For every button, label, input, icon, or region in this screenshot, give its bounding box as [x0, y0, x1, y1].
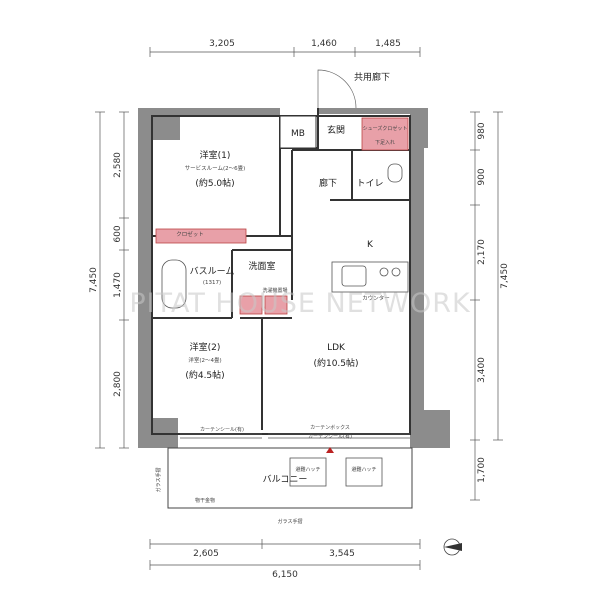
western2-sub: 洋室(2～4畳) — [188, 356, 221, 364]
western2-size: (約4.5帖) — [185, 369, 224, 381]
ldk-title: LDK — [327, 343, 346, 353]
counter-label: カウンター — [362, 294, 390, 302]
kitchen-sink — [341, 265, 367, 287]
toilet-label: トイレ — [356, 179, 383, 189]
stove-burner-2 — [391, 267, 401, 277]
right-dim-3: 2,170 — [477, 239, 487, 265]
entrance-door-swing — [317, 69, 357, 109]
kitchen-label: K — [367, 240, 374, 250]
entrance-label: 玄関 — [327, 124, 345, 136]
left-dim-4: 2,800 — [113, 371, 123, 397]
mb-box — [279, 115, 317, 149]
ldk-size: (約10.5帖) — [313, 357, 358, 369]
right-dim-1: 980 — [477, 122, 487, 139]
right-dim-total: 7,450 — [500, 263, 510, 289]
balcony-label: バルコニー — [263, 474, 308, 485]
top-dimension-line — [149, 47, 421, 57]
bottom-dim-2: 3,545 — [329, 549, 355, 559]
shoes-closet — [361, 117, 409, 151]
right-dim-5: 1,700 — [477, 457, 487, 483]
shared-corridor-label: 共用廊下 — [354, 71, 390, 83]
evac-hatch-1-label: 避難ハッチ — [295, 466, 320, 473]
bathroom-size: (1317) — [203, 280, 221, 286]
bottom-dim-total: 6,150 — [272, 570, 298, 580]
shoes-closet-label: シューズクロゼット — [363, 125, 408, 132]
evac-hatch-2-label: 避難ハッチ — [351, 466, 376, 473]
balcony-area — [167, 447, 413, 509]
watermark: PITAT HOUSE NETWORK — [129, 288, 471, 319]
bathroom-label: バスルーム — [190, 266, 235, 277]
shoes-closet-sub: 下足入れ — [375, 140, 395, 146]
curtain-seal-label-2: カーテンシール(有) — [308, 433, 352, 440]
evac-hatch-1 — [289, 457, 327, 487]
kitchen-counter — [331, 261, 409, 293]
curtain-box-label: カーテンボックス — [310, 424, 350, 431]
mb-label: MB — [291, 129, 305, 139]
evac-hatch-2 — [345, 457, 383, 487]
closet-label: クロゼット — [176, 230, 204, 238]
entry-marker-icon — [326, 447, 334, 453]
left-dim-total: 7,450 — [89, 267, 99, 293]
western1-title: 洋室(1) — [200, 149, 231, 161]
side-glass-label: ガラス手摺 — [155, 468, 162, 493]
hallway-label: 廊下 — [319, 177, 337, 189]
structural-walls — [138, 108, 450, 448]
washer-space — [239, 295, 263, 315]
western1-sub: サービスルーム(2～6畳) — [185, 164, 246, 172]
western2-title: 洋室(2) — [190, 341, 221, 353]
stove-burner-1 — [379, 267, 389, 277]
left-dim-1: 2,580 — [113, 152, 123, 178]
bottom-dim-1: 2,605 — [193, 549, 219, 559]
left-dim-3: 1,470 — [113, 272, 123, 298]
bottom-dimension-line — [149, 539, 421, 570]
bathtub — [161, 259, 187, 309]
bottom-windows — [180, 433, 410, 439]
right-dim-2: 900 — [477, 168, 487, 185]
top-dim-3: 1,485 — [375, 39, 401, 49]
toilet-fixture — [387, 163, 403, 183]
right-dimension-line — [470, 111, 503, 501]
left-dimension-line — [95, 111, 129, 449]
western1-size: (約5.0帖) — [195, 177, 234, 189]
closet-rect — [155, 228, 247, 244]
washer-space-label: 洗濯機置場 — [262, 287, 287, 294]
washroom-storage — [264, 295, 288, 315]
left-dim-2: 600 — [113, 225, 123, 242]
glass-railing-label: ガラス手摺 — [278, 518, 303, 525]
north-arrow-icon — [443, 538, 462, 556]
right-dim-4: 3,400 — [477, 357, 487, 383]
curtain-seal-label: カーテンシール(有) — [200, 426, 244, 433]
top-dim-2: 1,460 — [311, 39, 337, 49]
washroom-label: 洗面室 — [248, 260, 275, 272]
top-dim-1: 3,205 — [209, 39, 235, 49]
clothes-hanger-label: 物干金物 — [195, 497, 215, 504]
